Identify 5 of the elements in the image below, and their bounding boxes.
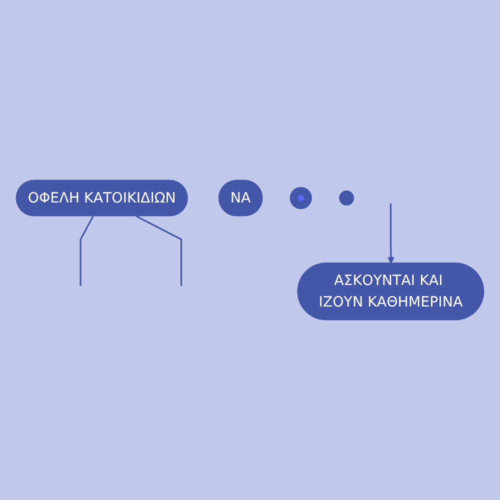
node-circle — [339, 190, 354, 206]
arrow — [388, 204, 394, 264]
connector — [136, 215, 182, 286]
connector — [80, 216, 94, 286]
node-circle — [290, 186, 312, 210]
